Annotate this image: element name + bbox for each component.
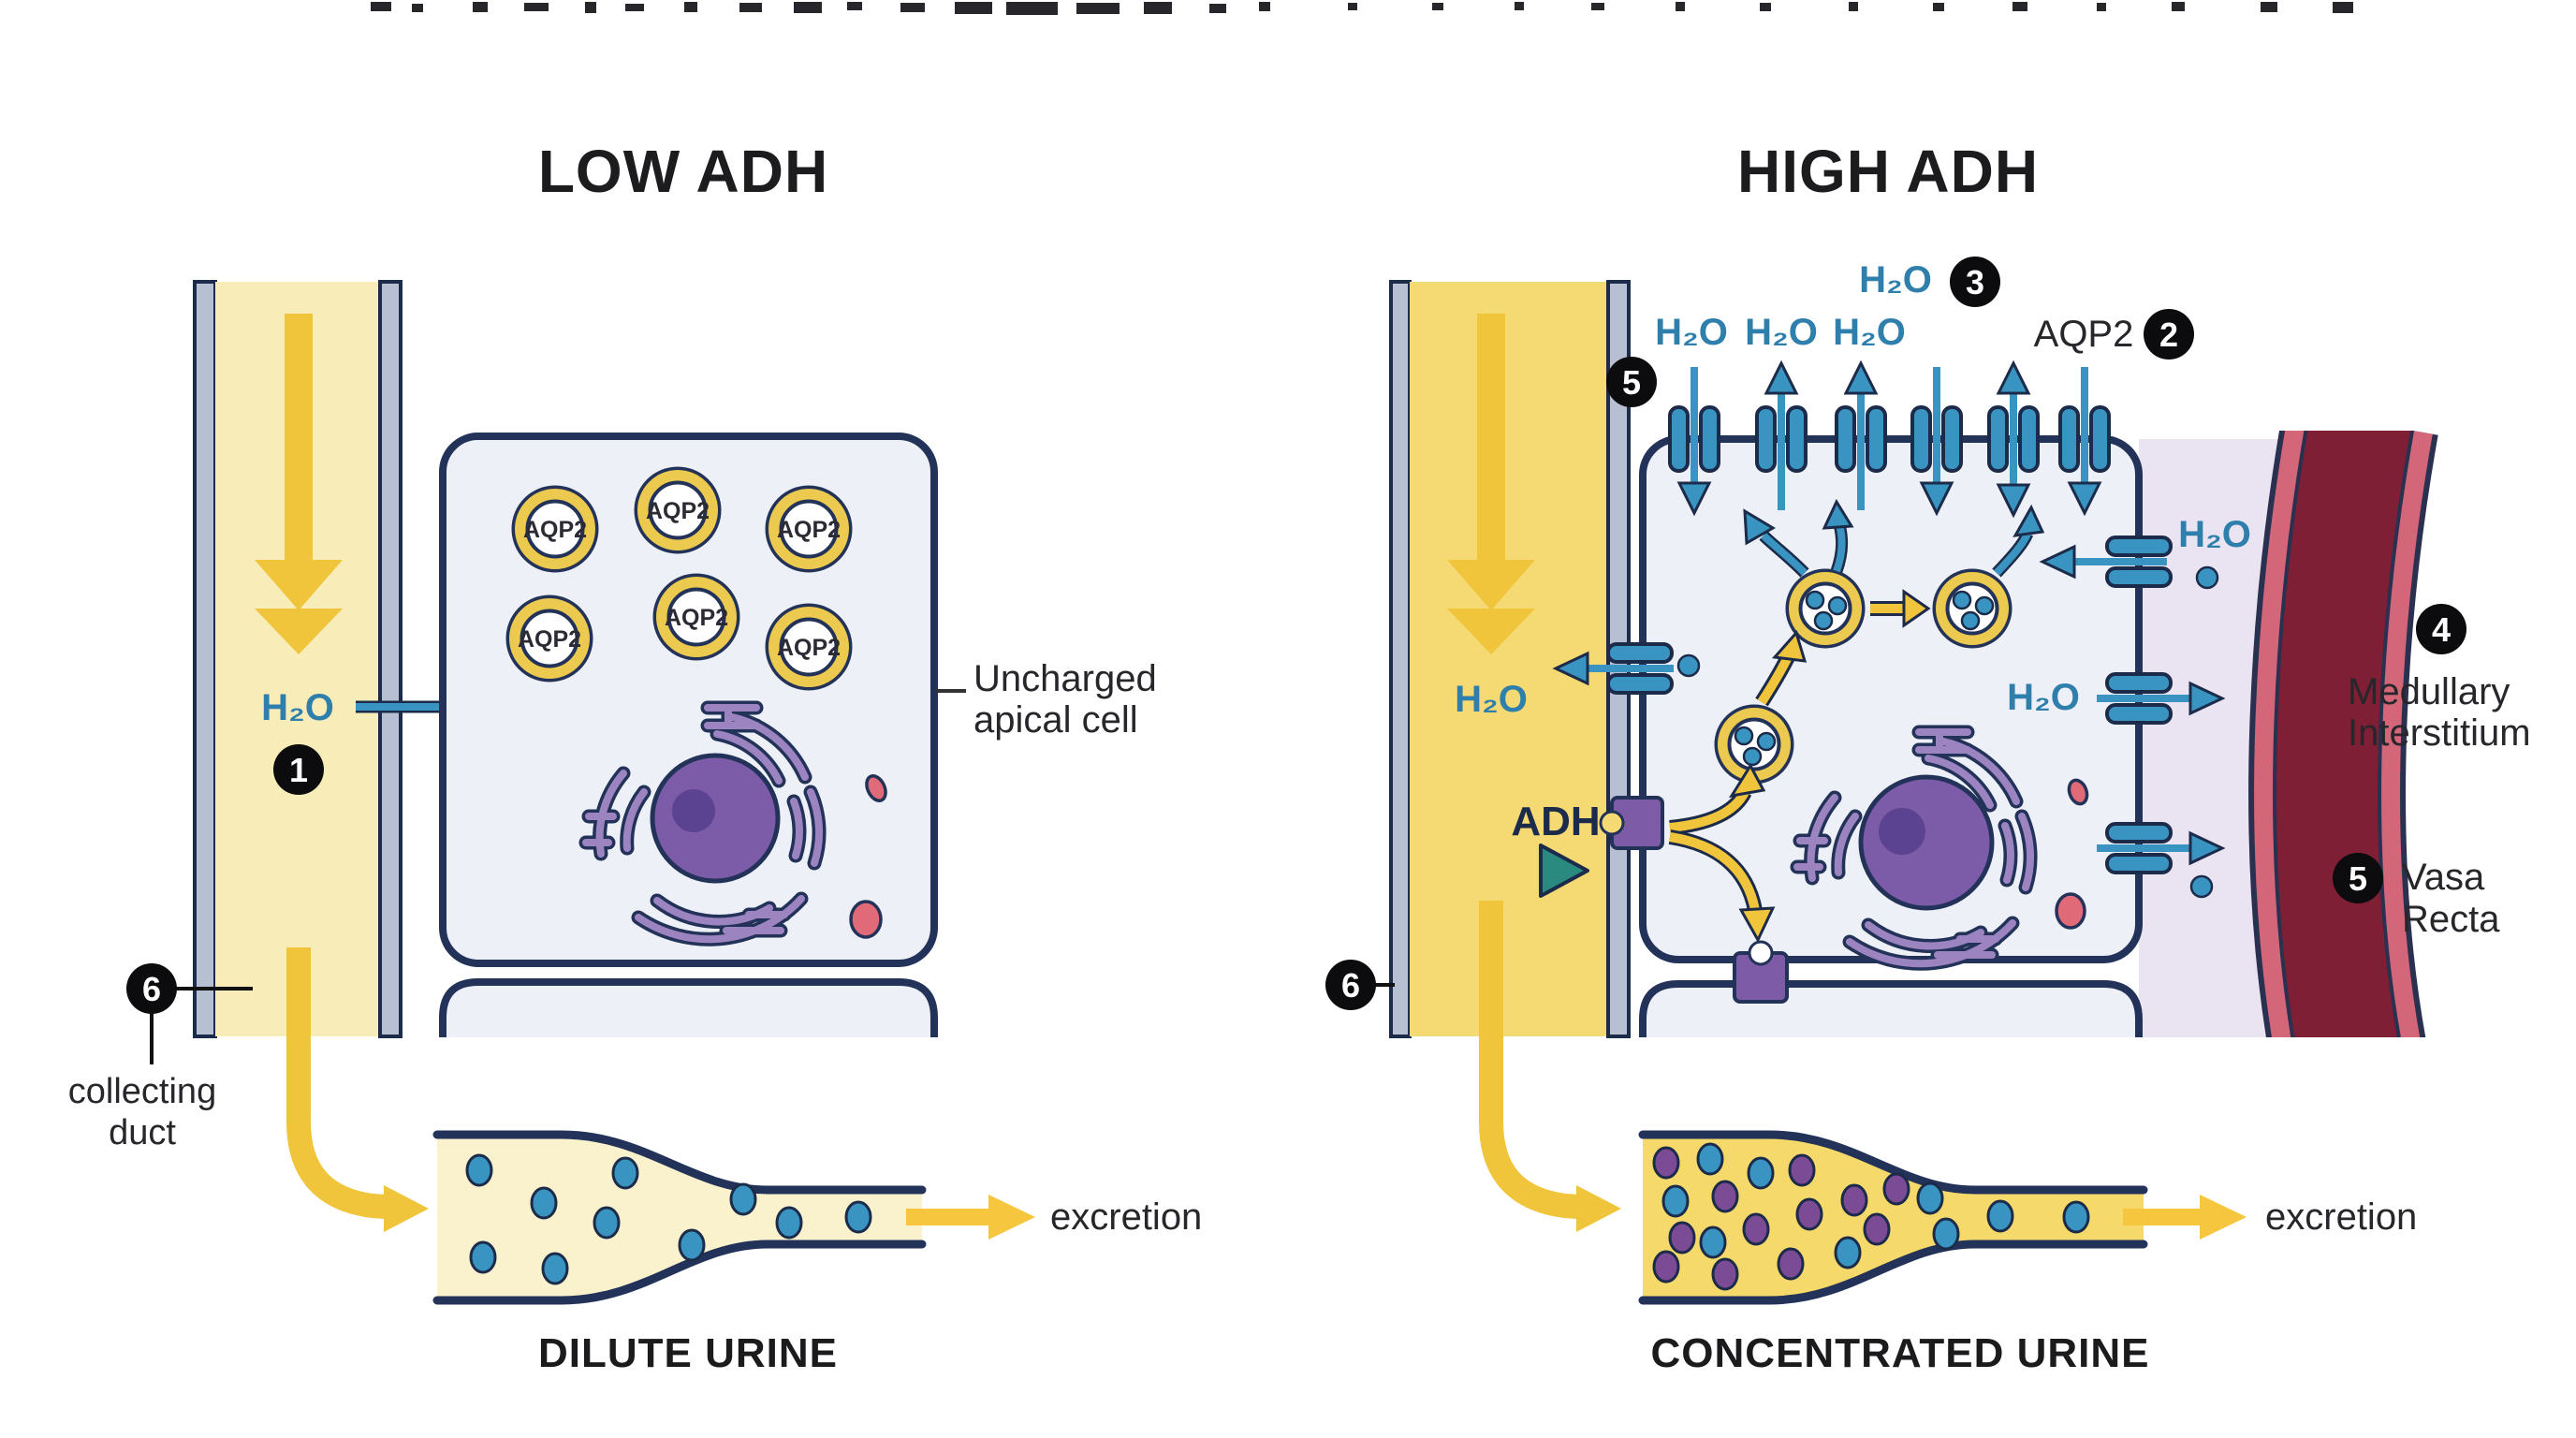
- svg-text:AQP2: AQP2: [777, 517, 841, 543]
- aqp2-vesicle: AQP2: [765, 485, 853, 573]
- svg-text:AQP2: AQP2: [777, 635, 841, 661]
- badge-1-water: 1: [273, 744, 324, 795]
- aqp2-vesicle: AQP2: [511, 485, 599, 573]
- basolateral-channels: [2039, 536, 2226, 899]
- basal-receptor: [1733, 940, 1789, 1004]
- svg-text:Uncharged: Uncharged: [973, 658, 1157, 699]
- excretion-label-left: excretion: [1050, 1196, 1202, 1238]
- h2o-label-apical: H₂O: [1833, 312, 1906, 353]
- clipped-top-text-strip: [371, 2, 2353, 15]
- aqp2-vesicle: AQP2: [765, 603, 853, 691]
- badge-6-duct-left: 6: [126, 963, 253, 1064]
- excretion-label-right: excretion: [2265, 1196, 2417, 1238]
- water-arrows-apical: [1676, 360, 2102, 519]
- left-panel: LOW ADH H₂O 1: [68, 138, 1203, 1376]
- solute-dots-dilute: [465, 1153, 872, 1285]
- cell-label-left: Uncharged apical cell: [936, 658, 1157, 741]
- mitochondria: [849, 774, 887, 939]
- h2o-label-apical: H₂O: [1655, 312, 1728, 353]
- h2o-label-interstitium: H₂O: [2178, 514, 2251, 555]
- funnel-concentrated: [1638, 1130, 2148, 1305]
- h2o-label-apical: H₂O: [1745, 312, 1818, 353]
- h2o-label-apical-top: H₂O: [1859, 259, 1932, 301]
- svg-text:5: 5: [2349, 859, 2367, 898]
- svg-text:5: 5: [1622, 363, 1641, 402]
- svg-text:6: 6: [1341, 966, 1360, 1005]
- svg-text:Vasa: Vasa: [2402, 857, 2485, 898]
- vesicle-fusion-arrows: [1743, 498, 2045, 578]
- svg-text:duct: duct: [109, 1113, 176, 1152]
- svg-text:4: 4: [2432, 610, 2451, 649]
- left-title: LOW ADH: [538, 138, 828, 205]
- h2o-label-basolateral: H₂O: [2007, 677, 2080, 718]
- left-membrane-channel: [1552, 642, 1701, 695]
- right-panel: HIGH ADH: [1325, 138, 2531, 1376]
- svg-text:2: 2: [2159, 315, 2178, 354]
- h2o-label-duct-right: H₂O: [1455, 679, 1528, 720]
- collecting-duct-right: [1389, 280, 1631, 1038]
- excretion-arrow-right: [2123, 1195, 2247, 1240]
- aqp2-trafficking-vesicle: [1788, 571, 1863, 646]
- right-title: HIGH ADH: [1737, 138, 2039, 205]
- badge-4-interstitium: 4: [2416, 604, 2466, 654]
- apical-aqp2-channels: [1668, 360, 2111, 519]
- vasa-recta-label: Vasa Recta: [2402, 857, 2500, 940]
- svg-text:AQP2: AQP2: [523, 517, 587, 543]
- nucleus: [1858, 774, 1995, 911]
- duct-to-funnel-flow-left: [286, 947, 429, 1232]
- urine-flow-arrow-left: [255, 314, 343, 654]
- svg-text:1: 1: [289, 751, 308, 789]
- svg-text:6: 6: [142, 970, 161, 1008]
- dilute-urine-label: DILUTE URINE: [538, 1330, 838, 1376]
- signal-arrows: [1668, 589, 1931, 944]
- collecting-duct-label: collecting duct: [68, 1072, 216, 1152]
- adh-label: ADH: [1511, 799, 1600, 844]
- h2o-label-left-duct: H₂O: [261, 687, 334, 728]
- badge-3-water-exit: 3: [1950, 257, 2000, 307]
- svg-text:AQP2: AQP2: [646, 498, 710, 524]
- aqp2-vesicle: AQP2: [652, 573, 740, 661]
- excretion-arrow-left: [906, 1195, 1035, 1240]
- badge-2-aqp2: 2: [2144, 309, 2194, 360]
- apical-cell-left: AQP2 AQP2 AQP2 AQP2: [439, 433, 938, 1037]
- aqp2-trafficking-vesicle: [1935, 571, 2010, 646]
- svg-text:collecting: collecting: [68, 1072, 216, 1111]
- interstitium-label: Medullary Interstitium: [2348, 671, 2531, 754]
- nucleus: [650, 753, 781, 884]
- adh-molecule: [1539, 844, 1589, 898]
- urine-flow-arrow-right: [1447, 314, 1535, 654]
- svg-text:Interstitium: Interstitium: [2348, 712, 2531, 754]
- adh-receptor: [1599, 796, 1664, 850]
- svg-text:3: 3: [1966, 263, 1984, 301]
- aqp2-vesicle: AQP2: [505, 594, 593, 682]
- badge-5-duct-wall: 5: [1606, 357, 1657, 407]
- mitochondria: [2055, 778, 2089, 930]
- svg-text:Recta: Recta: [2402, 899, 2500, 940]
- duct-to-funnel-flow-right: [1479, 901, 1621, 1232]
- svg-text:apical cell: apical cell: [973, 699, 1138, 741]
- aqp2-membrane-label: AQP2: [2034, 314, 2134, 355]
- vasa-recta-vessel: [2248, 431, 2438, 1037]
- aqp2-vesicle: AQP2: [634, 466, 722, 554]
- svg-text:AQP2: AQP2: [665, 605, 728, 631]
- badge-6-duct-right: 6: [1325, 960, 1395, 1010]
- funnel-dilute: [432, 1130, 927, 1305]
- concentrated-urine-label: CONCENTRATED URINE: [1651, 1330, 2150, 1376]
- svg-text:Medullary: Medullary: [2348, 671, 2510, 712]
- solute-dots-concentrated: [1652, 1142, 2090, 1291]
- svg-text:AQP2: AQP2: [518, 626, 581, 653]
- badge-5-vasa-recta: 5: [2333, 853, 2383, 903]
